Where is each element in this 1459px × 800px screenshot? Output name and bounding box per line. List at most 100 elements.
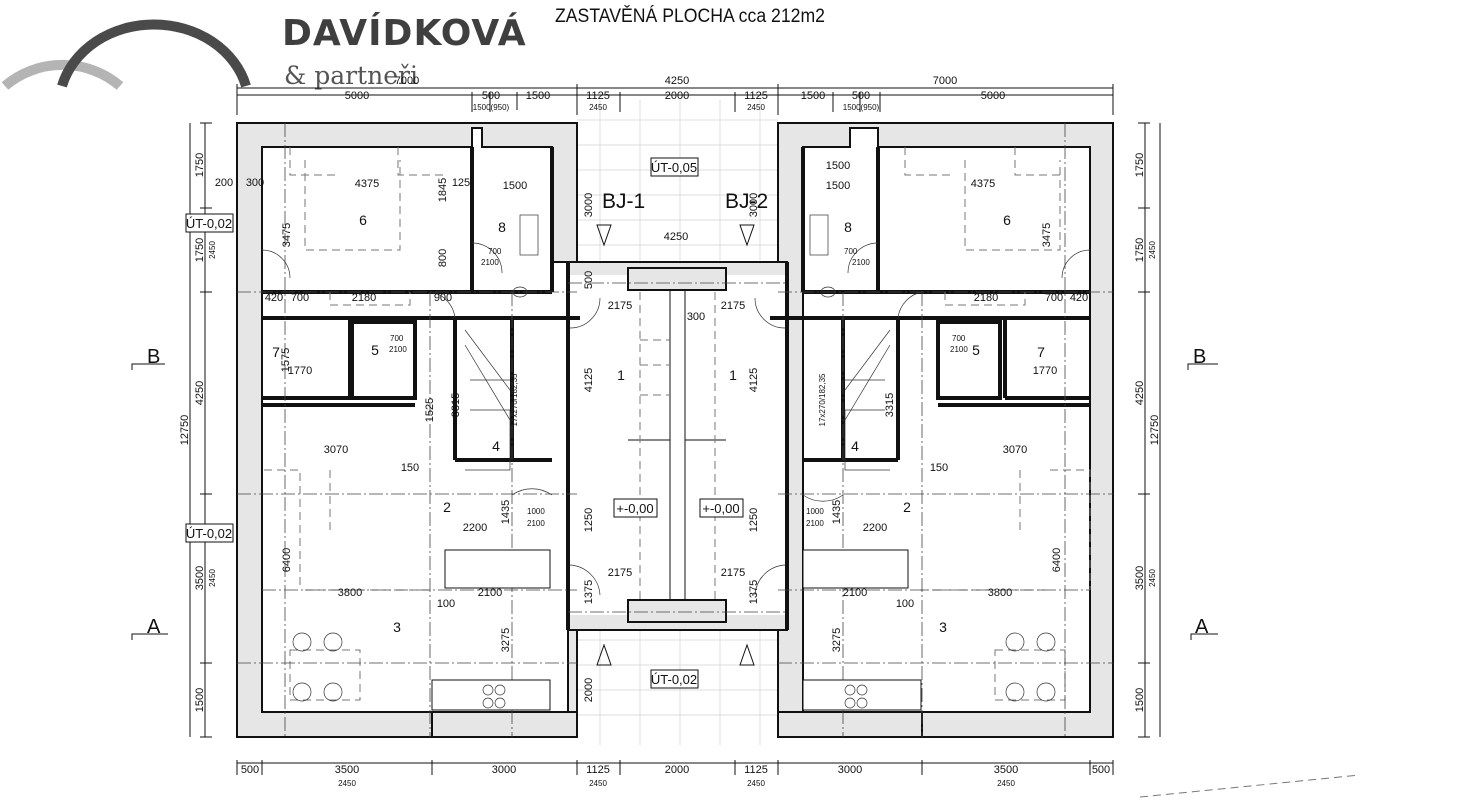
dim: 1845 — [437, 178, 449, 202]
dim: 4375 — [355, 178, 379, 190]
dim: 900 — [434, 292, 452, 304]
level-tag: ÚT-0,02 — [186, 526, 232, 541]
dim: 1575 — [280, 348, 292, 372]
dim-top: 5000 — [345, 90, 369, 102]
dim: 3800 — [988, 587, 1012, 599]
dim: 3800 — [338, 587, 362, 599]
logo-sub: & partneři — [284, 61, 418, 90]
door-dim: 1000 — [806, 507, 824, 516]
dim: 2180 — [352, 292, 376, 304]
door-dim: 2100 — [950, 345, 968, 354]
dim-bottom: 500 — [241, 764, 259, 776]
kitchen-counter-bottom — [431, 679, 551, 711]
top-dimensions: 7000 4250 7000 5000 500 1500 1125 2000 1… — [345, 75, 1005, 112]
door-dim: 2100 — [852, 258, 870, 267]
dim: 6400 — [281, 548, 293, 572]
level-tag: ÚT-0,02 — [186, 216, 232, 231]
side-dimensions-left: 1750 1750 4250 3500 1500 12750 2450 2450 — [179, 153, 217, 712]
logo-arc-dark — [57, 19, 251, 88]
dim: 4125 — [748, 368, 760, 392]
dim: 3315 — [884, 393, 896, 417]
dim: 100 — [896, 598, 914, 610]
kitchen-counter — [802, 549, 909, 589]
dim-bottom-sub: 2450 — [997, 779, 1015, 788]
logo: DAVÍDKOVÁ & partneři — [1, 12, 527, 90]
dim-right: 4250 — [1134, 381, 1146, 405]
dim: 3315 — [450, 393, 462, 417]
logo-name: DAVÍDKOVÁ — [282, 12, 527, 54]
dim: 4125 — [583, 368, 595, 392]
dim-top: 1125 — [744, 90, 768, 102]
dim: 1500 — [826, 180, 850, 192]
door-dim: 700 — [488, 247, 502, 256]
section-marker-a: A — [1195, 616, 1209, 638]
dim: 3275 — [831, 628, 843, 652]
dim-top-overall-right: 7000 — [933, 75, 957, 87]
room-6-label: 6 — [1003, 212, 1011, 228]
dim-bottom: 2000 — [665, 764, 689, 776]
dim-top-sub: 1500(950) — [473, 103, 510, 112]
dim: 700 — [1045, 292, 1063, 304]
dim: 2175 — [721, 567, 745, 579]
dim-bottom: 1125 — [744, 764, 768, 776]
unit-right-walls — [777, 122, 1114, 738]
dim-bottom: 500 — [1092, 764, 1110, 776]
dim: 300 — [246, 177, 264, 189]
dim-right: 3500 — [1134, 566, 1146, 590]
entry-hall — [566, 261, 789, 631]
bottom-dimensions: 500 3500 3000 1125 2000 1125 3000 3500 5… — [241, 764, 1110, 788]
dim: 1250 — [748, 508, 760, 532]
logo-arc-light — [1, 59, 124, 90]
dim-top-sub: 1500(950) — [843, 103, 880, 112]
dim: 1525 — [424, 398, 436, 422]
dim-top-sub: 2450 — [589, 103, 607, 112]
dim: 1375 — [748, 580, 760, 604]
door-dim: 2100 — [389, 345, 407, 354]
partition-wall-bottom — [627, 599, 727, 623]
plan-title: ZASTAVĚNÁ PLOCHA cca 212m2 — [555, 5, 825, 27]
dim: 3000 — [583, 193, 595, 217]
dim: 1375 — [583, 580, 595, 604]
dim: 1770 — [288, 365, 312, 377]
kitchen-counter — [444, 549, 551, 589]
level-tags: ÚT-0,05 ÚT-0,02 ÚT-0,02 ÚT-0,02 +-0,00 +… — [185, 157, 744, 689]
dim: 200 — [215, 177, 233, 189]
dim: 150 — [930, 462, 948, 474]
dim-bottom-sub: 2450 — [589, 779, 607, 788]
dim: 2200 — [463, 522, 487, 534]
room-1-label: 1 — [729, 367, 737, 383]
dim: 500 — [583, 271, 595, 289]
inner-dimensions-entry: 4250 2175 2175 300 2175 2175 4125 4125 1… — [583, 193, 760, 702]
dim-bottom: 3500 — [335, 764, 359, 776]
room-3-label: 3 — [393, 619, 401, 635]
dim-bottom: 3000 — [492, 764, 516, 776]
dim: 2100 — [843, 587, 867, 599]
door-dim: 2100 — [806, 519, 824, 528]
dim-top-overall-left: 7000 — [395, 75, 419, 87]
door-dim: 2100 — [527, 519, 545, 528]
dimension-lines — [189, 84, 1161, 775]
room-7-label: 7 — [272, 344, 280, 360]
dim-right-overall: 12750 — [1149, 415, 1161, 446]
room-7-label: 7 — [1037, 344, 1045, 360]
stairs-label: 17x270/182,35 — [818, 373, 827, 426]
room-2-label: 2 — [903, 499, 911, 515]
room-labels: 6 8 7 5 4 2 3 1 6 8 7 5 4 2 3 1 — [272, 212, 1045, 635]
dim: 125 — [452, 177, 470, 189]
level-tag: ÚT-0,05 — [651, 160, 697, 175]
dim: 4250 — [664, 231, 688, 243]
room-8-label: 8 — [844, 219, 852, 235]
dim: 3070 — [1003, 444, 1027, 456]
dim-bottom-sub: 2450 — [747, 779, 765, 788]
unit-label-bj1: BJ-1 — [602, 190, 645, 213]
dim: 2100 — [478, 587, 502, 599]
inner-dimensions-left: 4375 1500 125 200 300 3475 1845 800 700 … — [215, 177, 546, 652]
dim: 1435 — [500, 500, 512, 524]
door-dim: 700 — [390, 334, 404, 343]
unit-left-walls — [236, 122, 578, 738]
dim-left: 1750 — [194, 238, 206, 262]
dim-left: 1750 — [194, 153, 206, 177]
side-dimensions-right: 1750 1750 4250 3500 1500 12750 2450 2450 — [1134, 153, 1161, 712]
dim-right: 1500 — [1134, 688, 1146, 712]
